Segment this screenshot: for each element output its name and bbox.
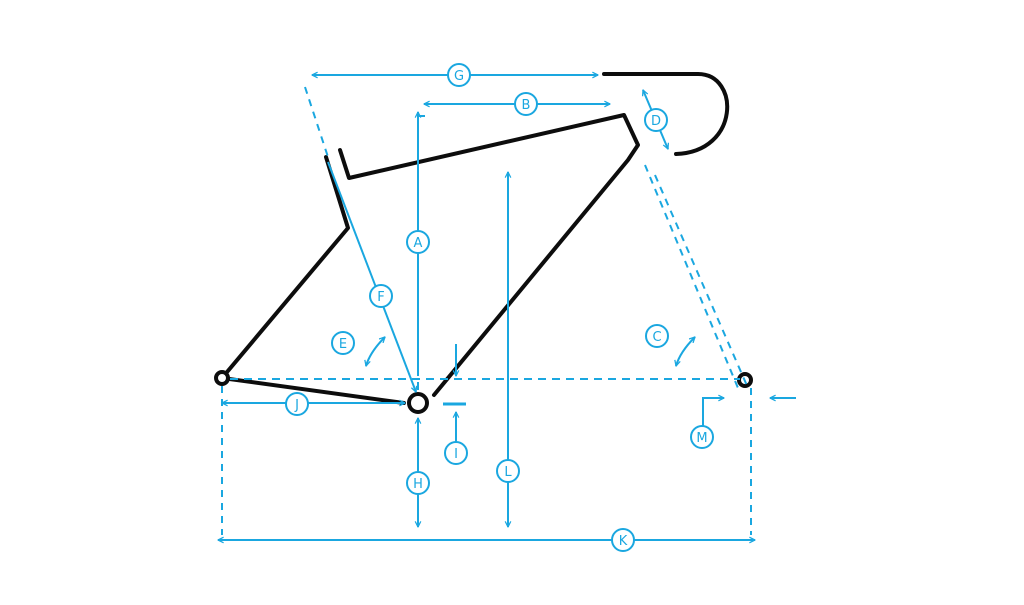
- seat-tube-extension: [304, 86, 329, 158]
- angle-c-arc: [676, 337, 695, 366]
- label-g-text: G: [454, 69, 464, 84]
- head-tube-axis-1: [644, 164, 739, 389]
- label-m-text: M: [696, 431, 707, 446]
- label-a-text: A: [414, 236, 423, 251]
- label-d-text: D: [651, 114, 661, 129]
- angle-e-arc: [366, 337, 385, 366]
- label-h-text: H: [413, 477, 423, 492]
- label-a: A: [406, 230, 430, 254]
- label-i: I: [444, 441, 468, 465]
- dim-f-line: [327, 161, 416, 392]
- label-g: G: [447, 63, 471, 87]
- label-k-text: K: [619, 534, 628, 549]
- label-b: B: [514, 92, 538, 116]
- label-c-text: C: [652, 330, 661, 345]
- label-j: J: [285, 392, 309, 416]
- top-tube: [338, 113, 640, 397]
- label-f-text: F: [377, 290, 384, 305]
- label-f: F: [369, 284, 393, 308]
- bike-frame: [220, 72, 730, 405]
- label-k: K: [611, 528, 635, 552]
- label-e-text: E: [339, 337, 347, 352]
- head-tube-axis-2: [654, 174, 749, 389]
- bottom-bracket: [407, 392, 429, 414]
- label-l: L: [496, 459, 520, 483]
- label-j-text: J: [294, 398, 299, 413]
- label-m: M: [690, 425, 714, 449]
- label-i-text: I: [454, 447, 458, 462]
- label-l-text: L: [504, 465, 512, 480]
- handlebar: [602, 72, 730, 156]
- label-d: D: [644, 108, 668, 132]
- label-badges: G B D A F E C J: [285, 63, 714, 552]
- label-c: C: [645, 324, 669, 348]
- chainstay: [220, 376, 406, 405]
- rear-axle: [214, 370, 230, 386]
- dim-m-leader: [702, 398, 724, 426]
- label-e: E: [331, 331, 355, 355]
- label-b-text: B: [522, 98, 531, 113]
- seat-tube-and-seatstay: [220, 155, 350, 380]
- label-h: H: [406, 471, 430, 495]
